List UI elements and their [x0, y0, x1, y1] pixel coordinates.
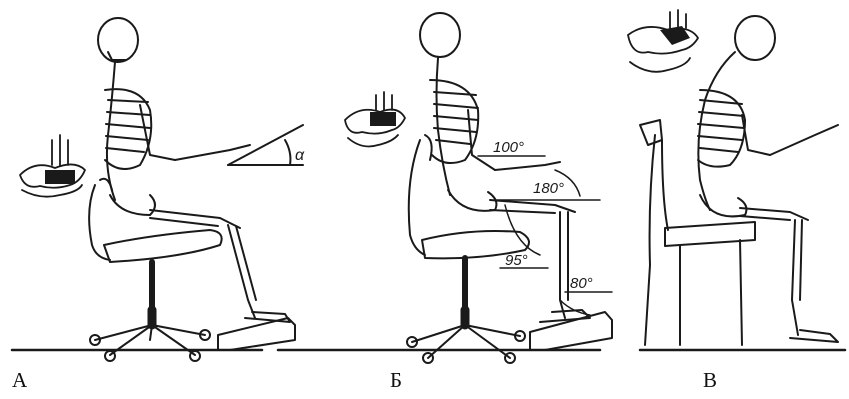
panel-label-c: В — [703, 368, 717, 393]
panel-label-b: Б — [390, 368, 402, 393]
panel-a-desk — [228, 125, 303, 165]
panel-a-angle-alpha: α — [295, 147, 305, 164]
panel-b-footrest — [530, 312, 612, 350]
panel-b-angle-95: 95° — [505, 252, 528, 269]
panel-c-figure — [628, 10, 838, 345]
panel-label-a: А — [12, 368, 27, 393]
panel-a-vertebra-inset — [20, 135, 85, 197]
panel-b-angle-80: 80° — [570, 275, 593, 292]
panel-c-vertebra-inset — [628, 10, 698, 72]
panel-a-skeleton — [98, 18, 290, 322]
panel-b-angle-100: 100° — [493, 139, 524, 156]
panel-b-vertebra-inset — [345, 92, 405, 146]
panel-b-angle-180: 180° — [533, 180, 564, 197]
panel-a-figure: α — [20, 18, 305, 361]
panel-b-skeleton — [420, 13, 590, 322]
panel-c-skeleton — [698, 16, 838, 342]
panel-a-footrest — [218, 318, 295, 350]
panel-b-figure: 100° 180° 95° 80° — [345, 13, 612, 363]
